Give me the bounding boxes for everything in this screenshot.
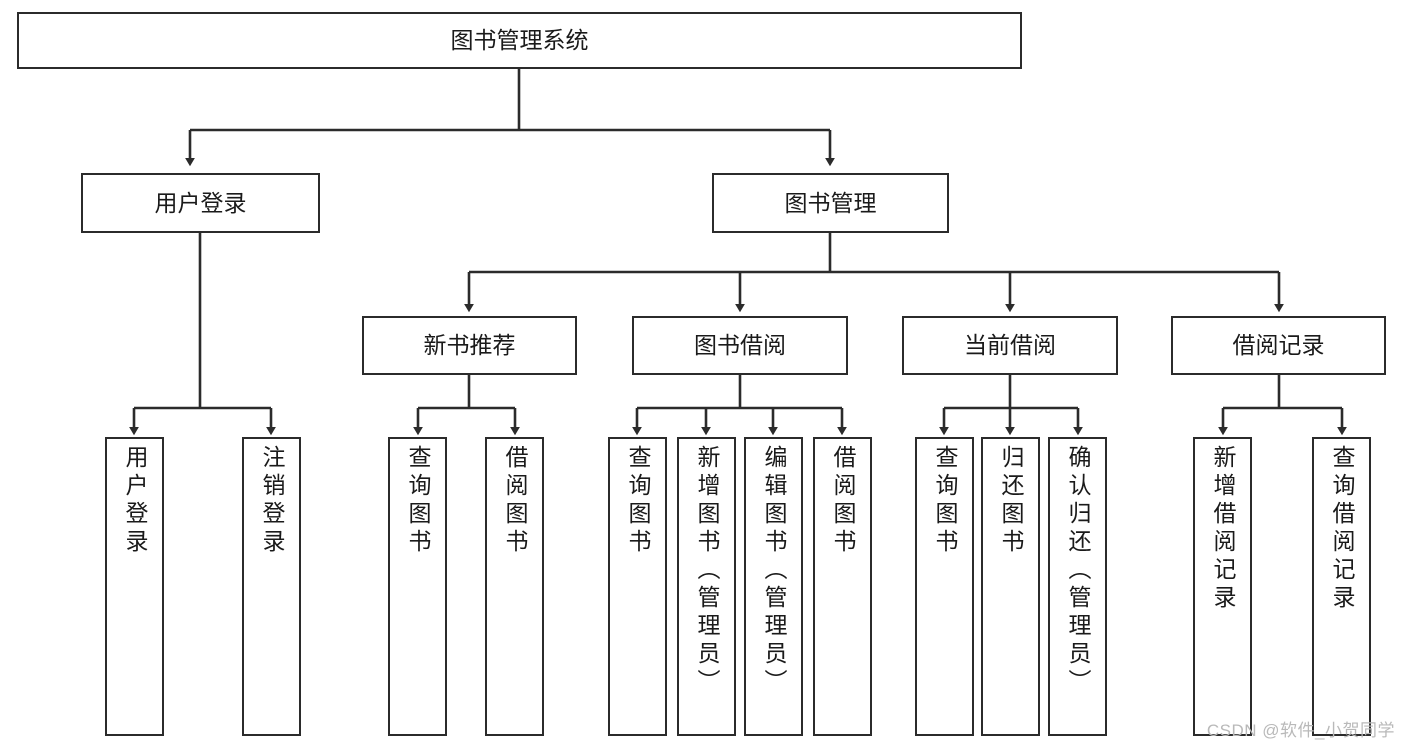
leaf-user-login-login[interactable]: 用户登录: [105, 437, 164, 736]
node-label: 图书管理系统: [450, 27, 589, 54]
node-book-borrow[interactable]: 图书借阅: [632, 316, 848, 375]
node-label: 借阅记录: [1232, 332, 1325, 359]
leaf-user-login-logout[interactable]: 注销登录: [242, 437, 301, 736]
leaf-record-add-record[interactable]: 新增借阅记录: [1193, 437, 1252, 736]
node-label: 归还图书: [998, 445, 1024, 557]
node-root-system[interactable]: 图书管理系统: [17, 12, 1022, 69]
leaf-recommend-query-book[interactable]: 查询图书: [388, 437, 447, 736]
leaf-recommend-borrow-book[interactable]: 借阅图书: [485, 437, 544, 736]
node-label: 查询图书: [405, 445, 431, 557]
node-current-borrow[interactable]: 当前借阅: [902, 316, 1118, 375]
node-label: 新增图书（管理员）: [694, 445, 720, 697]
node-label: 编辑图书（管理员）: [761, 445, 787, 697]
node-label: 图书管理: [784, 189, 877, 216]
leaf-current-return-book[interactable]: 归还图书: [981, 437, 1040, 736]
node-user-login[interactable]: 用户登录: [81, 173, 320, 233]
node-label: 当前借阅: [964, 332, 1056, 359]
leaf-borrow-edit-book-admin[interactable]: 编辑图书（管理员）: [744, 437, 803, 736]
leaf-borrow-query-book[interactable]: 查询图书: [608, 437, 667, 736]
node-borrow-record[interactable]: 借阅记录: [1171, 316, 1386, 375]
csdn-watermark: CSDN @软件_小贺同学: [1206, 721, 1395, 740]
node-label: 注销登录: [259, 445, 285, 557]
node-label: 用户登录: [122, 445, 148, 557]
node-label: 确认归还（管理员）: [1065, 445, 1091, 697]
leaf-record-query-record[interactable]: 查询借阅记录: [1312, 437, 1371, 736]
node-new-book-recommend[interactable]: 新书推荐: [362, 316, 577, 375]
node-label: 查询借阅记录: [1329, 445, 1355, 613]
leaf-current-confirm-return-admin[interactable]: 确认归还（管理员）: [1048, 437, 1107, 736]
node-label: 新书推荐: [423, 332, 516, 359]
node-label: 查询图书: [625, 445, 651, 557]
leaf-borrow-borrow-book[interactable]: 借阅图书: [813, 437, 872, 736]
node-book-management[interactable]: 图书管理: [712, 173, 949, 233]
node-label: 借阅图书: [502, 445, 528, 557]
leaf-borrow-add-book-admin[interactable]: 新增图书（管理员）: [677, 437, 736, 736]
node-label: 借阅图书: [830, 445, 856, 557]
leaf-current-query-book[interactable]: 查询图书: [915, 437, 974, 736]
node-label: 用户登录: [154, 189, 247, 216]
node-label: 查询图书: [932, 445, 958, 557]
node-label: 新增借阅记录: [1210, 445, 1236, 613]
node-label: 图书借阅: [694, 332, 786, 359]
